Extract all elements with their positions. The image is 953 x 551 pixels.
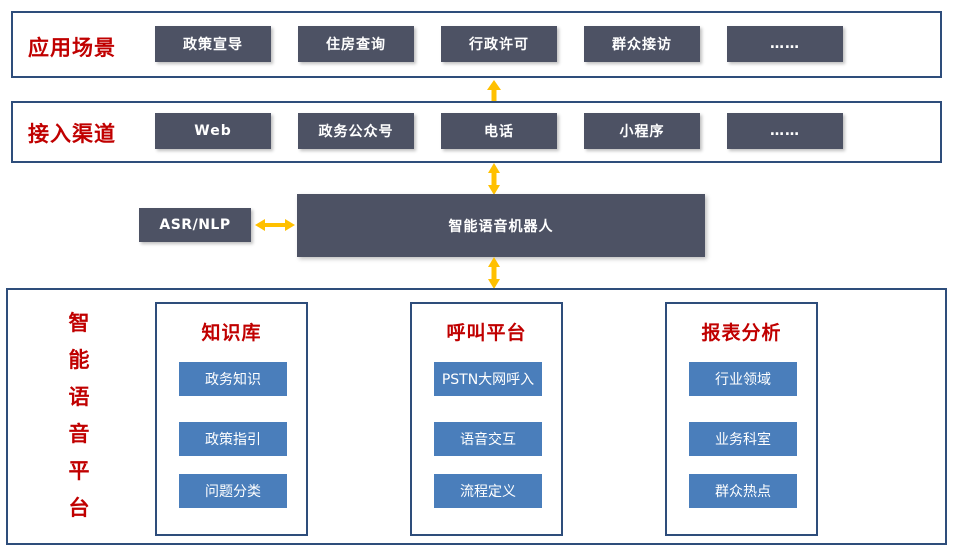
scenario-layer-label: 应用场景 [28,36,116,60]
channel-item-mini-program[interactable]: 小程序 [584,113,700,149]
scenario-item-policy-promotion[interactable]: 政策宣导 [155,26,271,62]
knowledge-item-question-classification[interactable]: 问题分类 [179,474,287,508]
channel-item-official-account[interactable]: 政务公众号 [298,113,414,149]
knowledge-item-government-knowledge[interactable]: 政务知识 [179,362,287,396]
connector-robot-to-platform-icon [488,257,500,289]
channel-layer-label: 接入渠道 [28,122,116,146]
scenario-item-more[interactable]: …… [727,26,843,62]
platform-label-char-2: 语 [68,385,90,409]
report-item-public-hotspot[interactable]: 群众热点 [689,474,797,508]
call-item-voice-interaction[interactable]: 语音交互 [434,422,542,456]
call-item-pstn-inbound[interactable]: PSTN大网呼入 [434,362,542,396]
platform-label-char-0: 智 [68,311,90,335]
channel-item-web[interactable]: Web [155,113,271,149]
knowledge-item-policy-guidance[interactable]: 政策指引 [179,422,287,456]
channel-item-more[interactable]: …… [727,113,843,149]
scenario-item-housing-inquiry[interactable]: 住房查询 [298,26,414,62]
report-item-business-department[interactable]: 业务科室 [689,422,797,456]
platform-label-char-5: 台 [68,496,90,520]
panel-call-platform-title: 呼叫平台 [446,322,527,344]
panel-knowledge-base: 知识库 政务知识 政策指引 问题分类 [155,302,308,536]
asr-nlp-box[interactable]: ASR/NLP [139,208,251,242]
connector-asrnlp-to-robot-icon [255,219,295,231]
platform-label-char-3: 音 [68,422,90,446]
panel-knowledge-base-title: 知识库 [201,322,262,344]
scenario-item-administrative-license[interactable]: 行政许可 [441,26,557,62]
panel-report-analysis-title: 报表分析 [701,322,782,344]
channel-item-telephone[interactable]: 电话 [441,113,557,149]
scenario-item-public-reception[interactable]: 群众接访 [584,26,700,62]
panel-call-platform: 呼叫平台 PSTN大网呼入 语音交互 流程定义 [410,302,563,536]
report-item-industry-domain[interactable]: 行业领域 [689,362,797,396]
platform-label-char-1: 能 [68,348,90,372]
panel-report-analysis: 报表分析 行业领域 业务科室 群众热点 [665,302,818,536]
platform-layer-label: 智 能 语 音 平 台 [62,305,96,527]
connector-scenario-to-channel-icon [487,80,501,102]
platform-label-char-4: 平 [68,459,90,483]
intelligent-voice-robot-box[interactable]: 智能语音机器人 [297,194,705,257]
call-item-flow-definition[interactable]: 流程定义 [434,474,542,508]
connector-channel-to-robot-icon [488,163,500,195]
